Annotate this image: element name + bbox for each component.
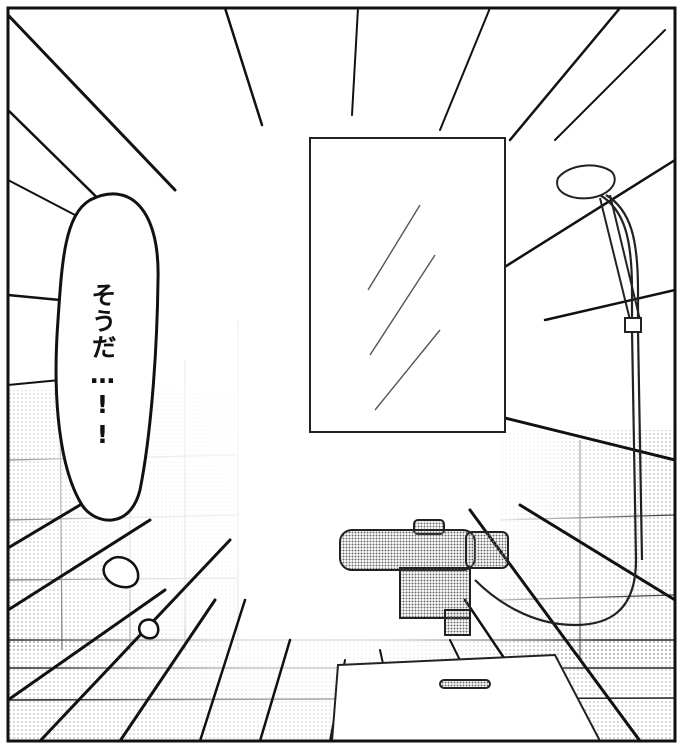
bathtub-cover [330, 653, 602, 742]
mirror-icon [309, 137, 506, 433]
thought-bubble-icon [54, 192, 160, 640]
shower-head-icon [556, 164, 642, 333]
shower-hose [474, 194, 644, 627]
panel-frame [6, 6, 677, 743]
speech-bubble-text: そうだ…!! [88, 282, 117, 450]
faucet-icon [339, 519, 509, 636]
